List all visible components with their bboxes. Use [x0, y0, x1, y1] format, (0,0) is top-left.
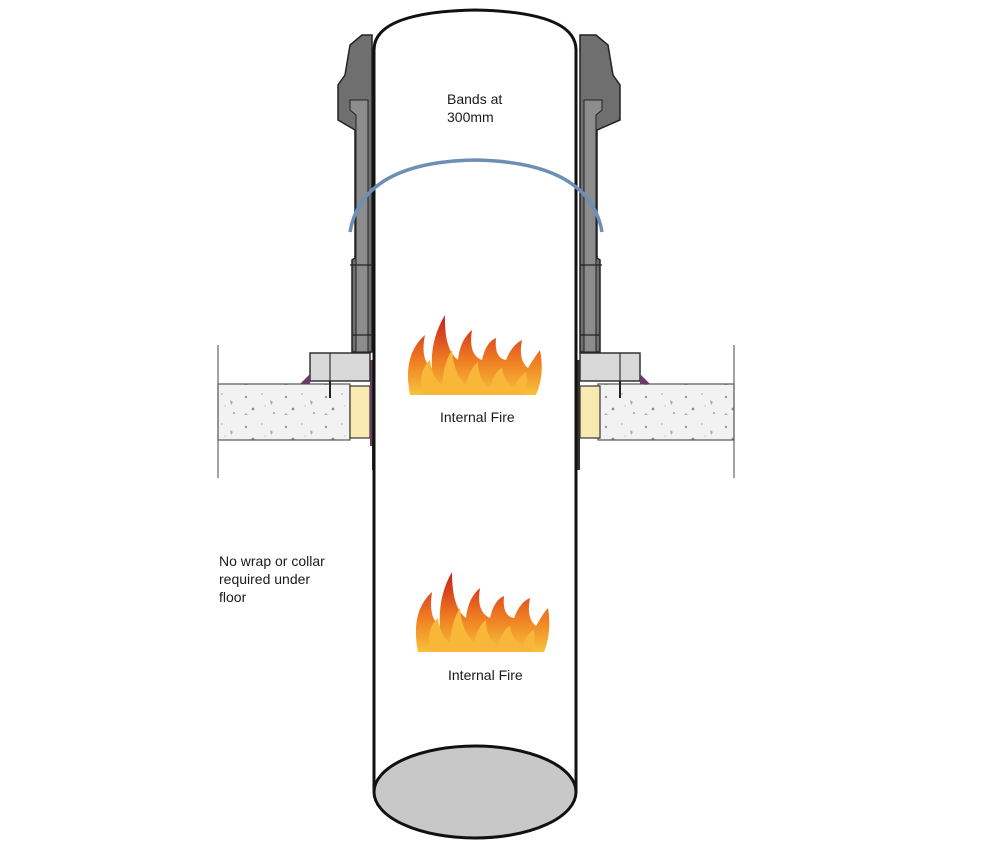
flame-icon-upper — [407, 315, 542, 395]
internal-fire-label-upper: Internal Fire — [440, 409, 515, 425]
flame-icon-lower — [415, 572, 550, 652]
pipe-base-opening — [372, 744, 578, 840]
collar-left — [300, 352, 371, 398]
pipe-wrap-right — [576, 34, 621, 470]
vertical-pipe — [372, 8, 578, 840]
bands-label: Bands at 300mm — [447, 91, 503, 125]
collar-right — [579, 352, 650, 398]
internal-fire-label-lower: Internal Fire — [448, 667, 523, 683]
under-floor-note: No wrap or collar required under floor — [219, 553, 325, 605]
band — [348, 158, 604, 233]
floor-slab-left — [217, 345, 351, 478]
